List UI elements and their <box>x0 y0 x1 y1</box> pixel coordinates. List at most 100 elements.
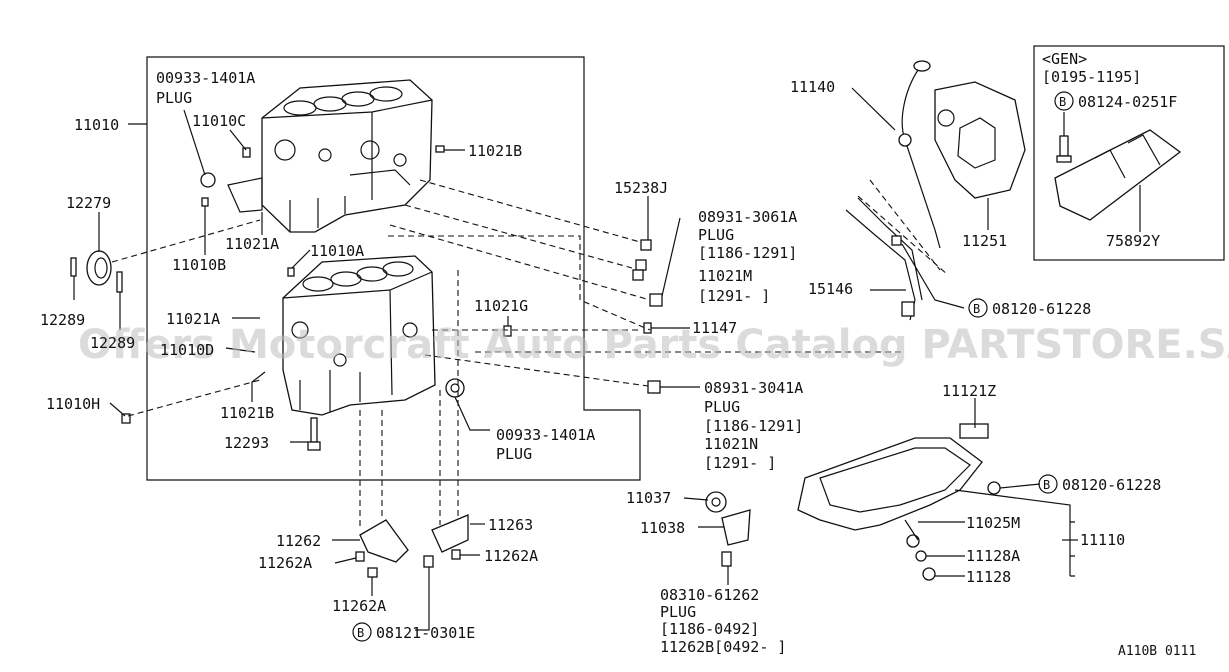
pin-11010c <box>242 147 251 158</box>
pin-11010a <box>287 267 295 277</box>
oil-pan-11110 <box>797 423 1001 581</box>
label-11010c: 11010C <box>192 112 246 130</box>
gen-inset-box <box>1033 45 1225 261</box>
label-range-3041a: [1186-1291] <box>704 417 803 435</box>
cylinder-block-upper <box>227 79 433 233</box>
label-08120-61228-upper: 08120-61228 <box>992 300 1091 318</box>
label-11038: 11038 <box>640 519 685 537</box>
label-11010b: 11010B <box>172 256 226 274</box>
label-11021m: 11021M <box>698 267 752 285</box>
label-b-08120-upper: B <box>973 302 980 316</box>
plug-15238j <box>640 239 652 251</box>
label-11010h: 11010H <box>46 395 100 413</box>
gen-box-labels: <GEN> [0195-1195] B 08124-0251F 75892Y <box>1042 50 1177 250</box>
bracket-11263 <box>431 514 469 553</box>
label-11121z: 11121Z <box>942 382 996 400</box>
label-range-11021n: [1291- ] <box>704 454 776 472</box>
label-range-3061a: [1186-1291] <box>698 244 797 262</box>
b-badge-08124 <box>1054 91 1074 111</box>
label-11140: 11140 <box>790 78 835 96</box>
rear-plate-11251 <box>934 81 1026 199</box>
label-11037: 11037 <box>626 489 671 507</box>
seal-12289-right <box>116 271 123 293</box>
bracket-11262 <box>359 519 409 563</box>
label-15238j: 15238J <box>614 179 668 197</box>
bolt-11262a-right <box>451 549 461 560</box>
dipstick-11140 <box>898 60 941 249</box>
label-08120-61228-lower: 08120-61228 <box>1062 476 1161 494</box>
plug-00933-upper <box>200 172 216 188</box>
bracket-11038 <box>721 509 751 546</box>
guide-tube-15146 <box>845 197 923 321</box>
label-b-08121: B <box>357 626 364 640</box>
label-00933-1401a-lower: 00933-1401A <box>496 426 595 444</box>
bolt-12293 <box>307 417 321 451</box>
gen-range: [0195-1195] <box>1042 68 1141 86</box>
gen-bolt-code: 08124-0251F <box>1078 93 1177 111</box>
pin-11010b <box>201 197 209 207</box>
label-11010a: 11010A <box>310 242 364 260</box>
label-11021b-lower: 11021B <box>220 404 274 422</box>
label-range-08310: [1186-0492] <box>660 620 759 638</box>
label-plug-lower: PLUG <box>496 445 532 463</box>
label-11263: 11263 <box>488 516 533 534</box>
label-11021b-upper: 11021B <box>468 142 522 160</box>
label-11021g: 11021G <box>474 297 528 315</box>
diagram-id: A110B 0111 <box>1118 644 1196 659</box>
label-11128a: 11128A <box>966 547 1020 565</box>
b-badge-08120-upper <box>968 298 988 318</box>
bolt-11262a-left <box>355 551 365 562</box>
label-range-11021m: [1291- ] <box>698 287 770 305</box>
part-labels: 11010 00933-1401A PLUG 11010C 11021B 122… <box>40 69 1196 659</box>
bolt-11262a-bottom <box>367 567 378 578</box>
label-08310-61262: 08310-61262 <box>660 586 759 604</box>
label-12289-right: 12289 <box>90 334 135 352</box>
label-11021a-mid: 11021A <box>166 310 220 328</box>
plug-08931-3061a-3 <box>649 293 663 307</box>
gen-part-75892y: 75892Y <box>1106 232 1160 250</box>
oil-filter-11037 <box>705 491 727 513</box>
label-plug-3061a: PLUG <box>698 226 734 244</box>
seal-12279 <box>86 250 112 286</box>
bracket-75892y <box>1054 129 1182 221</box>
label-12279: 12279 <box>66 194 111 212</box>
leader-lines <box>73 87 1141 631</box>
label-11262b: 11262B[0492- ] <box>660 638 786 656</box>
label-plug-upper: PLUG <box>156 89 192 107</box>
plug-08931-3041a <box>647 380 661 394</box>
cylinder-block-lower <box>282 255 465 416</box>
label-11147: 11147 <box>692 319 737 337</box>
label-11021a-upper: 11021A <box>225 235 279 253</box>
label-08121-0301e: 08121-0301E <box>376 624 475 642</box>
bolt-08121 <box>423 555 434 568</box>
b-badge-08120-lower <box>1038 474 1058 494</box>
label-08931-3061a: 08931-3061A <box>698 208 797 226</box>
gen-bolt-prefix: B <box>1059 95 1066 109</box>
seal-12289-left <box>70 257 77 277</box>
b-badge-08121 <box>352 622 372 642</box>
label-11262a-right: 11262A <box>484 547 538 565</box>
label-12289-left: 12289 <box>40 311 85 329</box>
plug-11021b-upper <box>435 145 445 153</box>
label-11262a-bottom: 11262A <box>332 597 386 615</box>
label-11262a-left: 11262A <box>258 554 312 572</box>
label-15146: 15146 <box>808 280 853 298</box>
label-11262: 11262 <box>276 532 321 550</box>
label-12293: 12293 <box>224 434 269 452</box>
label-11251: 11251 <box>962 232 1007 250</box>
pin-11010h <box>121 413 131 424</box>
label-plug-08310: PLUG <box>660 603 696 621</box>
plug-08931-3061a-2 <box>632 269 644 281</box>
label-11010: 11010 <box>74 116 119 134</box>
label-11110: 11110 <box>1080 531 1125 549</box>
label-08931-3041a: 08931-3041A <box>704 379 803 397</box>
label-00933-1401a-upper: 00933-1401A <box>156 69 255 87</box>
projection-lines <box>111 179 949 530</box>
label-plug-3041a: PLUG <box>704 398 740 416</box>
plug-08310 <box>721 551 732 567</box>
label-11025m: 11025M <box>966 514 1020 532</box>
watermark: Offers Motorcraft Auto Parts Catalog PAR… <box>78 322 1229 368</box>
block-group-frame <box>146 56 641 481</box>
label-11128: 11128 <box>966 568 1011 586</box>
